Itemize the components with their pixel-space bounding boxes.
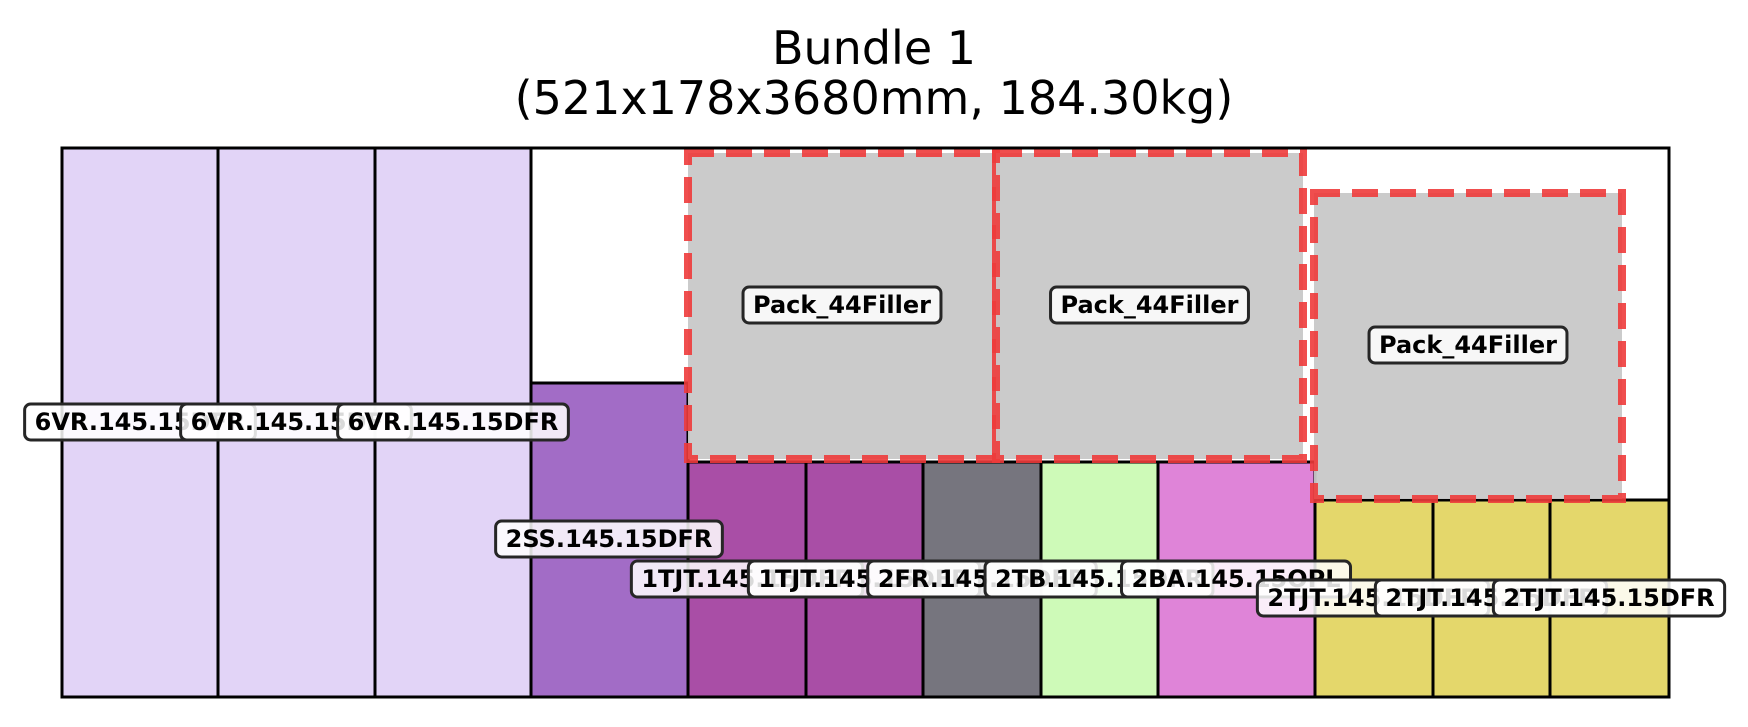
piece-label-4-text: 2SS.145.15DFR [506,525,713,553]
piece-label-12-box [1491,578,1727,618]
piece-label-4: 2SS.145.15DFR [494,519,724,559]
diagram-title: Bundle 1 [771,21,977,75]
filler-label-3-box [1367,325,1569,365]
filler-label-3-text: Pack_44Filler [1379,331,1557,359]
piece-label-4-box [494,519,724,559]
filler-label-1-box [741,285,943,325]
filler-label-2: Pack_44Filler [1049,285,1250,325]
piece-label-3: 6VR.145.15DFR [336,402,570,442]
piece-label-12-text: 2TJT.145.15DFR [1503,584,1714,612]
filler-label-2-text: Pack_44Filler [1061,291,1239,319]
filler-label-1-text: Pack_44Filler [753,291,931,319]
filler-label-3: Pack_44Filler [1367,325,1569,365]
piece-label-3-text: 6VR.145.15DFR [348,408,559,436]
piece-label-3-box [336,402,570,442]
diagram-subtitle: (521x178x3680mm, 184.30kg) [514,71,1234,125]
filler-label-1: Pack_44Filler [741,285,943,325]
piece-label-12: 2TJT.145.15DFR [1491,578,1727,618]
filler-label-2-box [1049,285,1250,325]
